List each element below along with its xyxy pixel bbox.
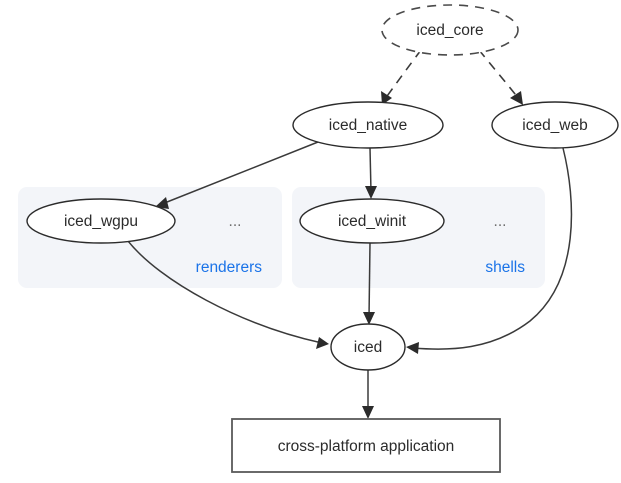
node-iced-core[interactable]: iced_core — [381, 4, 519, 56]
node-iced-wgpu-shape — [26, 198, 176, 244]
edge-winit-to-iced-line — [368, 242, 371, 319]
node-iced-core-label: iced_core — [416, 22, 483, 39]
edge-winit-to-iced — [363, 242, 375, 325]
edge-wgpu-to-iced — [127, 240, 329, 349]
node-iced-label: iced — [354, 339, 382, 356]
node-iced-native-shape — [292, 101, 444, 149]
node-cross-platform-application[interactable]: cross-platform application — [231, 418, 501, 473]
edge-winit-to-iced-arrowhead — [363, 312, 375, 325]
edge-web-to-iced-arrowhead — [406, 342, 419, 354]
edge-native-to-wgpu — [155, 141, 319, 209]
cluster-renderers-label: renderers — [196, 259, 263, 276]
edge-native-to-winit — [365, 147, 377, 199]
node-iced-web[interactable]: iced_web — [491, 101, 619, 149]
edge-core-to-web-arrowhead — [510, 91, 523, 105]
edge-native-to-winit-line — [369, 147, 372, 193]
node-iced-shape — [330, 323, 406, 371]
edge-native-to-wgpu-line — [161, 141, 319, 205]
edge-web-to-iced — [406, 147, 573, 354]
edge-web-to-iced-line — [412, 147, 573, 350]
cluster-shells-label: shells — [485, 259, 525, 276]
node-cross-platform-application-shape — [231, 418, 501, 473]
shells-more-indicator: ... — [494, 213, 507, 230]
edge-core-to-web — [478, 49, 523, 105]
node-iced-wgpu[interactable]: iced_wgpu — [26, 198, 176, 244]
node-iced-native-label: iced_native — [329, 117, 407, 134]
node-iced-native[interactable]: iced_native — [292, 101, 444, 149]
node-iced-web-shape — [491, 101, 619, 149]
edge-core-to-native-line — [384, 49, 422, 100]
node-iced[interactable]: iced — [330, 323, 406, 371]
edge-iced-to-app — [362, 370, 374, 419]
node-iced-wgpu-label: iced_wgpu — [64, 213, 138, 230]
node-iced-core-shape — [381, 4, 519, 56]
node-iced-web-label: iced_web — [522, 117, 588, 134]
edge-core-to-native-arrowhead — [381, 91, 392, 105]
edge-native-to-winit-arrowhead — [365, 186, 377, 199]
edge-core-to-web-line — [478, 49, 520, 100]
node-iced-winit-shape — [299, 198, 445, 244]
edge-wgpu-to-iced-arrowhead — [316, 337, 329, 349]
node-iced-winit-label: iced_winit — [338, 213, 407, 230]
node-cross-platform-application-label: cross-platform application — [278, 438, 455, 455]
edge-core-to-native — [381, 49, 422, 105]
edge-native-to-wgpu-arrowhead — [155, 197, 169, 209]
edge-wgpu-to-iced-line — [127, 240, 323, 344]
node-iced-winit[interactable]: iced_winit — [299, 198, 445, 244]
edge-iced-to-app-arrowhead — [362, 406, 374, 419]
renderers-more-indicator: ... — [229, 213, 242, 230]
